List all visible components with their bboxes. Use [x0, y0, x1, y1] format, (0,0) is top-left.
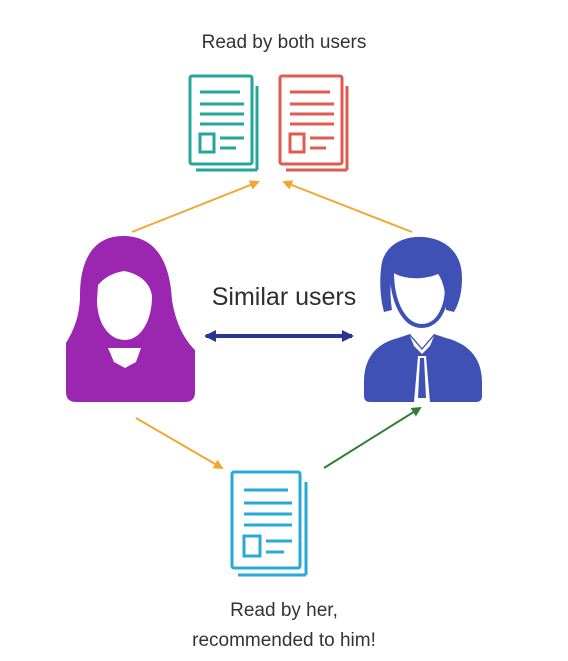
document-icon-cyan [230, 470, 308, 577]
recommendation-label-line2: recommended to him! [192, 630, 376, 651]
arrow-woman-to-top-docs [131, 180, 260, 233]
document-icon-teal [188, 74, 259, 172]
arrow-woman-to-bottom-doc [135, 417, 224, 470]
recommendation-label-line1: Read by her, [230, 600, 338, 621]
arrow-man-to-top-docs [282, 180, 413, 233]
arrow-bottom-doc-to-man [323, 406, 422, 469]
man-user-icon [364, 236, 482, 402]
document-icon-red [278, 74, 349, 172]
recommendation-label: Read by her, recommended to him! [134, 596, 434, 656]
similar-users-label: Similar users [211, 283, 357, 311]
read-by-both-label: Read by both users [201, 32, 367, 53]
woman-user-icon [66, 236, 195, 402]
